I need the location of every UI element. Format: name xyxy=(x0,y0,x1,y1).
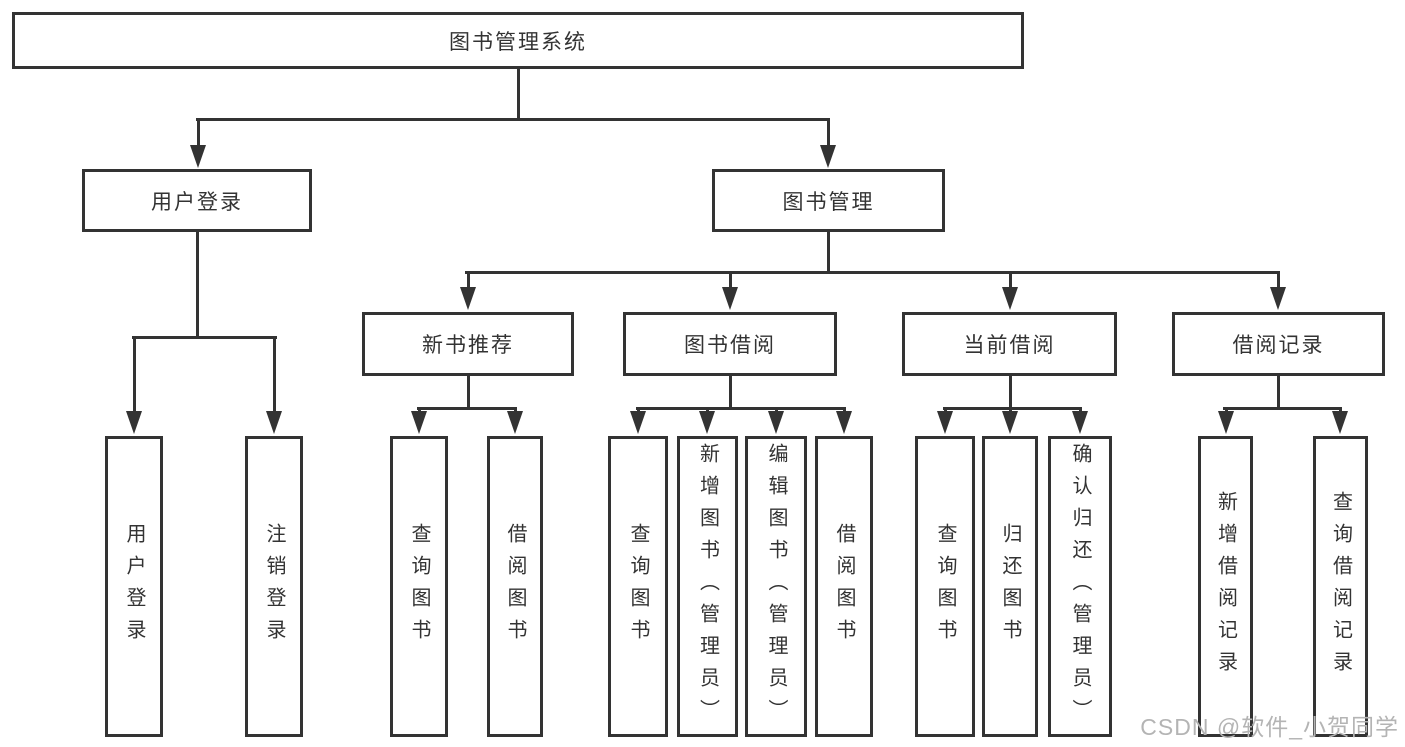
node-borrow-records: 借阅记录 xyxy=(1172,312,1385,376)
arrowhead-down-icon xyxy=(190,145,206,168)
node-label: 借阅图书 xyxy=(833,522,855,651)
arrowhead-down-icon xyxy=(768,411,784,434)
node-query-books-3: 查询图书 xyxy=(915,436,975,737)
arrow-stem xyxy=(273,338,276,414)
node-new-book-recommend: 新书推荐 xyxy=(362,312,574,376)
node-label: 图书管理 xyxy=(782,190,875,214)
node-add-books-admin: 新增图书（管理员） xyxy=(677,436,738,737)
arrowhead-down-icon xyxy=(722,287,738,310)
node-borrow-books-1: 借阅图书 xyxy=(487,436,543,737)
node-label: 确认归还（管理员） xyxy=(1069,442,1091,731)
arrowhead-down-icon xyxy=(836,411,852,434)
node-add-borrow-record: 新增借阅记录 xyxy=(1198,436,1253,737)
node-label: 查询图书 xyxy=(934,522,956,651)
node-user-login: 用户登录 xyxy=(82,169,312,232)
node-label: 新增借阅记录 xyxy=(1214,490,1237,683)
connector-vline xyxy=(517,69,520,121)
connector-hline xyxy=(1223,407,1342,410)
node-label: 图书管理系统 xyxy=(449,30,587,54)
arrow-stem xyxy=(827,120,830,148)
arrowhead-down-icon xyxy=(411,411,427,434)
connector-hline xyxy=(636,407,846,410)
node-edit-books-admin: 编辑图书（管理员） xyxy=(745,436,807,737)
arrowhead-down-icon xyxy=(1002,287,1018,310)
node-label: 用户登录 xyxy=(151,190,243,214)
arrow-stem xyxy=(197,120,200,148)
node-query-borrow-record: 查询借阅记录 xyxy=(1313,436,1368,737)
node-query-books-1: 查询图书 xyxy=(390,436,448,737)
node-label: 新书推荐 xyxy=(422,334,514,357)
connector-vline xyxy=(196,232,199,339)
node-label: 注销登录 xyxy=(263,522,285,651)
connector-hline xyxy=(196,118,830,121)
arrowhead-down-icon xyxy=(1332,411,1348,434)
arrowhead-down-icon xyxy=(1218,411,1234,434)
node-label: 编辑图书（管理员） xyxy=(765,442,787,731)
node-user-login-leaf: 用户登录 xyxy=(105,436,163,737)
arrowhead-down-icon xyxy=(507,411,523,434)
arrowhead-down-icon xyxy=(937,411,953,434)
arrowhead-down-icon xyxy=(1072,411,1088,434)
arrowhead-down-icon xyxy=(460,287,476,310)
connector-hline xyxy=(943,407,1082,410)
connector-vline xyxy=(729,376,732,410)
node-label: 当前借阅 xyxy=(963,334,1056,357)
node-label: 借阅记录 xyxy=(1232,334,1325,357)
connector-hline xyxy=(417,407,517,410)
arrowhead-down-icon xyxy=(630,411,646,434)
node-query-books-2: 查询图书 xyxy=(608,436,668,737)
node-label: 借阅图书 xyxy=(504,522,526,651)
node-label: 图书借阅 xyxy=(684,334,776,357)
arrowhead-down-icon xyxy=(1002,411,1018,434)
node-root: 图书管理系统 xyxy=(12,12,1024,69)
node-logout-leaf: 注销登录 xyxy=(245,436,303,737)
connector-hline xyxy=(465,271,1280,274)
connector-hline xyxy=(132,336,277,339)
node-label: 用户登录 xyxy=(123,522,145,651)
node-return-books: 归还图书 xyxy=(982,436,1038,737)
connector-vline xyxy=(827,232,830,274)
node-label: 新增图书（管理员） xyxy=(696,442,719,731)
node-label: 查询图书 xyxy=(408,522,430,651)
arrow-stem xyxy=(729,273,732,290)
connector-vline xyxy=(1009,376,1012,410)
arrow-stem xyxy=(1277,273,1280,290)
node-borrow-books-2: 借阅图书 xyxy=(815,436,873,737)
arrow-stem xyxy=(467,273,470,290)
arrowhead-down-icon xyxy=(1270,287,1286,310)
arrow-stem xyxy=(133,338,136,414)
arrow-stem xyxy=(1009,273,1012,290)
arrowhead-down-icon xyxy=(820,145,836,168)
node-book-mgmt: 图书管理 xyxy=(712,169,945,232)
node-confirm-return-admin: 确认归还（管理员） xyxy=(1048,436,1112,737)
node-label: 查询图书 xyxy=(627,522,649,651)
node-current-borrow: 当前借阅 xyxy=(902,312,1117,376)
arrowhead-down-icon xyxy=(266,411,282,434)
node-label: 查询借阅记录 xyxy=(1329,490,1352,683)
connector-vline xyxy=(467,376,470,410)
connector-vline xyxy=(1277,376,1280,410)
node-book-borrow: 图书借阅 xyxy=(623,312,837,376)
csdn-watermark: CSDN @软件_小贺同学 xyxy=(1140,714,1399,740)
arrowhead-down-icon xyxy=(126,411,142,434)
node-label: 归还图书 xyxy=(999,522,1021,651)
arrowhead-down-icon xyxy=(699,411,715,434)
